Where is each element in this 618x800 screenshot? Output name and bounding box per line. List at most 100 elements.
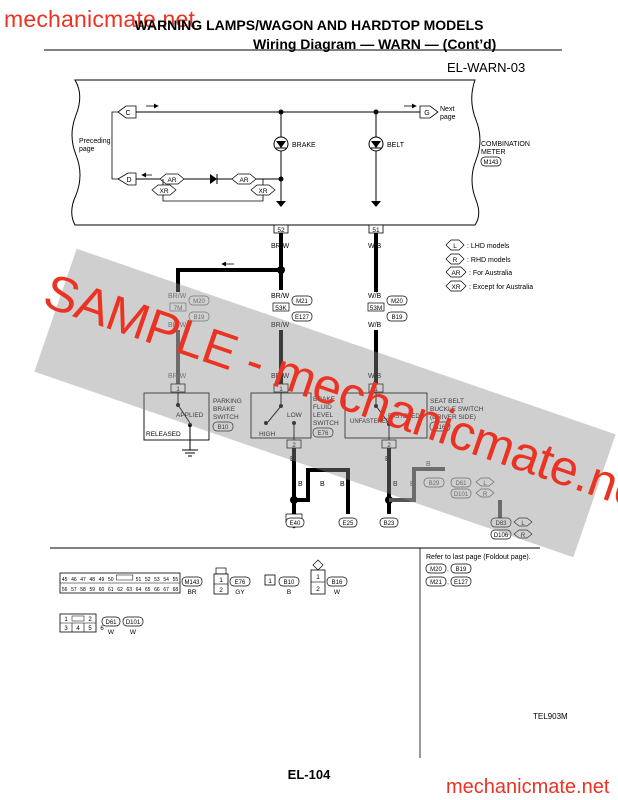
svg-text:W/B: W/B [368, 373, 382, 380]
svg-text:B: B [410, 481, 415, 488]
svg-text:B: B [426, 461, 431, 468]
svg-text:B29: B29 [429, 481, 440, 487]
svg-text:GY: GY [235, 589, 245, 596]
svg-text:1: 1 [374, 386, 378, 393]
parking-brake-label: PARKING [213, 398, 242, 405]
svg-text:B10: B10 [218, 425, 229, 431]
svg-text:D: D [126, 177, 131, 184]
svg-text:LEVEL: LEVEL [313, 412, 334, 419]
next-page-label: Next [440, 106, 454, 113]
m143-pin: 64 [136, 587, 142, 593]
svg-text:W: W [334, 589, 341, 596]
belt-lamp-label: BELT [387, 142, 405, 149]
junction-53m: 53M [370, 305, 383, 312]
svg-text:BR/W: BR/W [271, 373, 290, 380]
svg-text:AR: AR [451, 270, 460, 277]
svg-text:1: 1 [279, 386, 283, 393]
svg-text:B16: B16 [435, 425, 446, 431]
svg-text:BUCKLE SWITCH: BUCKLE SWITCH [430, 406, 484, 413]
svg-text:E76: E76 [318, 431, 329, 437]
svg-text:UNFASTENED: UNFASTENED [350, 419, 391, 425]
brake-lamp-label: BRAKE [292, 142, 316, 149]
junction-53k: 53K [275, 305, 287, 312]
ground-b23: B23 [384, 521, 395, 527]
svg-text:AR: AR [239, 177, 248, 184]
svg-text:RELEASED: RELEASED [146, 431, 181, 438]
page-number: EL-104 [287, 767, 331, 782]
svg-text:B: B [340, 481, 345, 488]
m143-pin: 54 [163, 577, 169, 583]
connector-face-b10 [264, 574, 276, 586]
svg-text:B19: B19 [194, 315, 205, 321]
svg-text:B: B [320, 481, 325, 488]
parking-brake-switch [143, 392, 210, 441]
m143-pin: 65 [145, 587, 151, 593]
seat-belt-buckle-switch [344, 392, 428, 439]
svg-text:B10: B10 [284, 580, 295, 586]
m143-pin: 56 [62, 587, 68, 593]
svg-text:E127: E127 [295, 315, 310, 321]
svg-text:W/B: W/B [368, 293, 382, 300]
svg-text:XR: XR [258, 188, 267, 195]
m143-pin: 49 [99, 577, 105, 583]
m143-pin: 47 [80, 577, 86, 583]
svg-text:1: 1 [316, 574, 320, 581]
svg-text:M21: M21 [430, 580, 442, 586]
m143-pin: 62 [117, 587, 123, 593]
svg-text:METER: METER [481, 149, 506, 156]
svg-text:page: page [79, 146, 95, 153]
m143-pin: 66 [154, 587, 160, 593]
m143-pin: 57 [71, 587, 77, 593]
diagram-code: EL-WARN-03 [447, 60, 526, 75]
m143-pin: 68 [173, 587, 179, 593]
svg-text:L: L [483, 481, 487, 487]
ground-e25: E25 [343, 521, 354, 527]
svg-text:1: 1 [219, 577, 223, 584]
svg-text:M21: M21 [296, 299, 308, 305]
svg-text:: For Australia: : For Australia [469, 270, 512, 277]
svg-text:B16: B16 [332, 580, 343, 586]
svg-text:1: 1 [64, 617, 68, 623]
m143-pin: 55 [173, 577, 179, 583]
svg-text:R: R [521, 533, 526, 539]
svg-text:R: R [453, 257, 458, 264]
svg-text:3: 3 [64, 626, 68, 632]
svg-text:M20: M20 [391, 299, 403, 305]
svg-text:D101: D101 [454, 492, 469, 498]
m143-pin: 45 [62, 577, 68, 583]
svg-text:D61: D61 [105, 620, 117, 626]
svg-text:,: , [447, 567, 449, 573]
m143-pin: 59 [90, 587, 96, 593]
svg-text:HIGH: HIGH [259, 431, 276, 438]
ground-d106: D106 [494, 533, 509, 539]
svg-text:2: 2 [219, 587, 223, 594]
svg-text:B: B [298, 481, 303, 488]
connector-face-d61: 1 2 3 4 5 6 [59, 613, 104, 633]
svg-text:W/B: W/B [368, 322, 382, 329]
svg-text:LOW: LOW [287, 412, 303, 419]
svg-text:6: 6 [100, 626, 104, 632]
svg-text:FLUID: FLUID [313, 404, 332, 411]
m143-pin: 60 [99, 587, 105, 593]
svg-text:BR/W: BR/W [168, 293, 187, 300]
svg-text:D101: D101 [126, 620, 141, 626]
svg-text:,: , [447, 580, 449, 586]
svg-text:M143: M143 [184, 580, 200, 586]
m143-pin: 58 [80, 587, 86, 593]
brake-fluid-label: BRAKE [313, 396, 336, 403]
svg-text:L: L [453, 243, 457, 250]
m143-pin: 51 [136, 577, 142, 583]
svg-text:W: W [130, 629, 137, 636]
legend: L : LHD models R : RHD models AR : For A… [445, 239, 533, 292]
svg-text:E127: E127 [454, 580, 469, 586]
m143-pin: 46 [71, 577, 77, 583]
m143-pin: 61 [108, 587, 114, 593]
svg-text:FASTENED: FASTENED [388, 414, 420, 420]
svg-text:W: W [108, 629, 115, 636]
svg-text:BRAKE: BRAKE [213, 406, 236, 413]
svg-text:XR: XR [451, 284, 460, 291]
connector-m143: M143 [483, 160, 499, 166]
svg-text:page: page [440, 114, 456, 121]
watermark-bottom: mechanicmate.net [446, 776, 610, 798]
m143-pin: 63 [126, 587, 132, 593]
